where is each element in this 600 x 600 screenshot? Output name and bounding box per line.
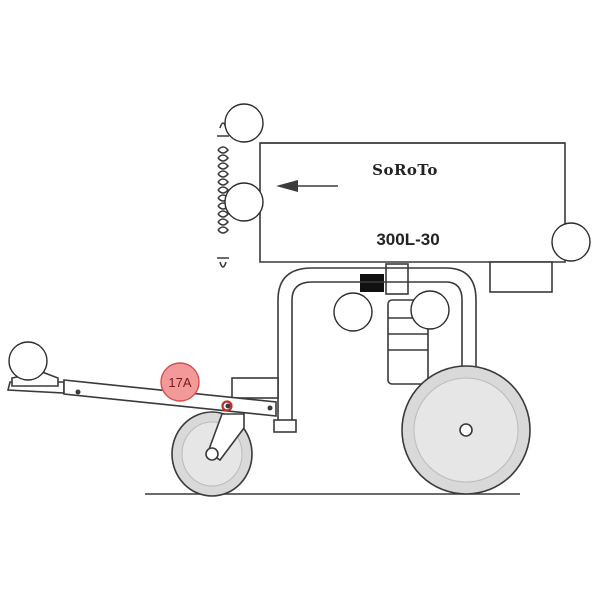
rear-wheel: [401, 365, 531, 495]
brand-logo: SoRoTo: [372, 161, 438, 179]
arrow-left-icon: [276, 180, 338, 192]
callout-spring-mid[interactable]: [224, 182, 264, 222]
frame: [231, 267, 477, 433]
model-label: 300L-30: [376, 230, 439, 249]
callout-spring-top[interactable]: [224, 103, 264, 143]
spring: [217, 122, 230, 268]
highlight-marker: [221, 400, 233, 412]
motor: [360, 261, 553, 385]
callout-drum-right[interactable]: [551, 222, 591, 262]
mixer-drum: [259, 142, 566, 263]
callout-hitch[interactable]: [8, 341, 48, 381]
callout-17a-label: 17A: [168, 375, 191, 390]
callout-motor-right[interactable]: [410, 290, 450, 330]
front-wheel: [171, 411, 253, 497]
callout-motor-left[interactable]: [333, 292, 373, 332]
callout-17a[interactable]: 17A: [160, 362, 200, 402]
